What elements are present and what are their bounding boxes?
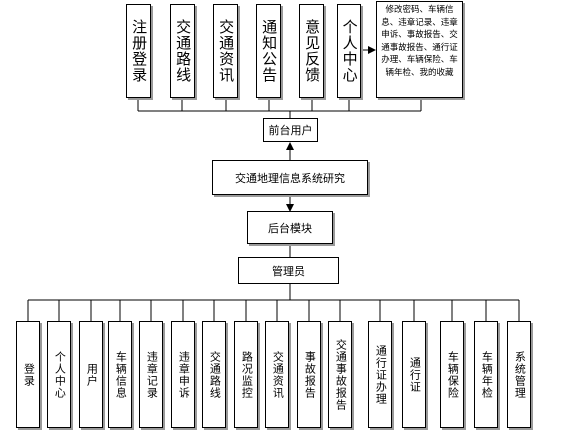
top-module-traffic-news: 交通资讯 [213, 4, 238, 98]
bottom-module-label: 事故报告 [303, 350, 317, 399]
top-module-label: 交通路线 [174, 19, 193, 83]
bottom-module-pass-processing: 通行证办理 [368, 321, 392, 428]
top-module-label: 交通资讯 [217, 19, 236, 83]
bottom-module-personal-center: 个人中心 [47, 321, 71, 428]
top-module-traffic-routes: 交通路线 [170, 4, 195, 98]
top-module-label: 个人中心 [340, 19, 359, 83]
backend-module-box: 后台模块 [247, 211, 333, 244]
bottom-module-system-management: 系统管理 [507, 321, 531, 428]
front-user-label: 前台用户 [268, 124, 313, 137]
system-title-label: 交通地理信息系统研究 [235, 171, 345, 185]
bottom-module-label: 车辆年检 [480, 350, 494, 399]
bottom-module-traffic-accident-reports: 交通事故报告 [328, 321, 352, 428]
top-module-register-login: 注册登录 [126, 4, 151, 98]
bottom-module-label: 系统管理 [513, 350, 527, 399]
top-module-notices: 通知公告 [256, 4, 281, 98]
bottom-module-label: 交通资讯 [271, 350, 285, 399]
bottom-module-violation-records: 违章记录 [139, 321, 163, 428]
bottom-module-label: 违章记录 [145, 350, 159, 399]
front-user-box: 前台用户 [263, 118, 318, 142]
bottom-module-label: 交通事故报告 [334, 338, 348, 411]
top-module-label: 通知公告 [260, 19, 279, 83]
personal-center-note: 修改密码、车辆信息、违章记录、违章申诉、事故报告、交通事故报告、通行证办理、车辆… [376, 1, 463, 98]
bottom-module-vehicle-inspection: 车辆年检 [474, 321, 498, 428]
top-module-personal-center: 个人中心 [337, 4, 361, 98]
bottom-module-traffic-routes: 交通路线 [202, 321, 226, 428]
bottom-module-users: 用户 [79, 321, 103, 428]
bottom-module-label: 违章申诉 [177, 350, 191, 399]
bottom-module-vehicle-insurance: 车辆保险 [440, 321, 464, 428]
bottom-module-accident-reports: 事故报告 [297, 321, 321, 428]
bottom-module-label: 车辆保险 [446, 350, 460, 399]
top-module-label: 注册登录 [130, 19, 149, 83]
backend-module-label: 后台模块 [268, 221, 312, 235]
bottom-module-road-monitoring: 路况监控 [234, 321, 258, 428]
personal-center-note-text: 修改密码、车辆信息、违章记录、违章申诉、事故报告、交通事故报告、通行证办理、车辆… [381, 5, 458, 78]
bottom-module-vehicle-info: 车辆信息 [108, 321, 132, 428]
bottom-module-label: 通行证办理 [374, 344, 388, 405]
bottom-module-violation-appeals: 违章申诉 [171, 321, 195, 428]
bottom-module-label: 个人中心 [53, 350, 67, 399]
admin-label: 管理员 [272, 264, 305, 278]
system-title-box: 交通地理信息系统研究 [212, 160, 368, 195]
admin-box: 管理员 [238, 257, 339, 284]
bottom-module-login: 登录 [16, 321, 40, 428]
top-module-label: 意见反馈 [303, 19, 322, 83]
bottom-module-label: 路况监控 [240, 350, 254, 399]
bottom-module-label: 用户 [85, 362, 99, 387]
bottom-module-label: 通行证 [408, 356, 422, 393]
bottom-module-label: 交通路线 [208, 350, 222, 399]
bottom-module-label: 车辆信息 [114, 350, 128, 399]
bottom-module-label: 登录 [22, 362, 36, 387]
bottom-module-pass: 通行证 [402, 321, 426, 428]
top-module-feedback: 意见反馈 [299, 4, 324, 98]
bottom-module-traffic-news: 交通资讯 [265, 321, 289, 428]
